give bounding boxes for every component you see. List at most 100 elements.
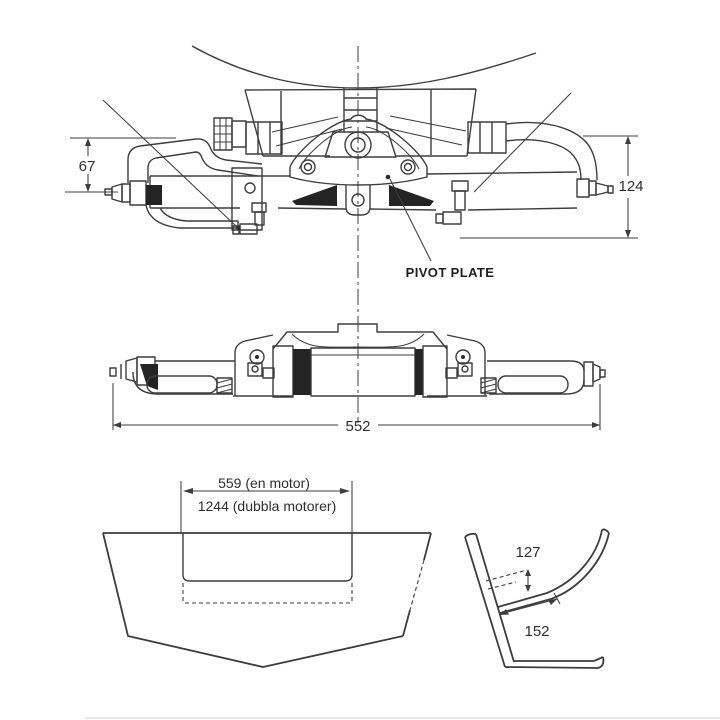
drawing-line <box>505 121 598 181</box>
drawing-line <box>180 481 353 533</box>
left-clamp <box>245 121 283 155</box>
left-ports <box>247 362 275 379</box>
motor-cowl-outline <box>191 45 537 89</box>
drawing-line <box>487 360 585 395</box>
drawing-line <box>505 139 582 181</box>
dim-559-text: 559 (en motor) <box>218 475 310 491</box>
drawing-line <box>298 126 420 170</box>
drawing-line <box>442 211 462 225</box>
drawing-line <box>415 349 423 395</box>
drawing-line <box>293 349 311 395</box>
drawing-line <box>109 367 117 377</box>
drawing-line <box>300 159 316 175</box>
drawing-line <box>216 377 233 394</box>
drawing-line <box>127 138 263 183</box>
dimension-552: 552 <box>112 383 601 435</box>
dim-1244-text: 1244 (dubbla motorer) <box>198 498 337 514</box>
drawing-line <box>625 230 631 238</box>
drawing-line <box>457 362 473 377</box>
drawing-line <box>525 569 531 576</box>
drawing-line <box>599 369 606 378</box>
pivot-plate-shape <box>289 114 428 186</box>
drawing-line <box>625 136 631 144</box>
drawing-line <box>409 559 425 611</box>
drawing-line <box>247 362 263 377</box>
shading-right <box>389 185 434 206</box>
bracket-curve <box>497 528 610 614</box>
drawing-line <box>129 180 147 206</box>
drawing-line <box>445 367 458 379</box>
transom-board <box>464 532 515 668</box>
drawing-line <box>291 333 425 348</box>
drawing-line <box>548 599 557 605</box>
steering-stem <box>343 88 378 132</box>
dim-152-text: 152 <box>524 623 549 640</box>
drawing-line <box>340 488 350 494</box>
drawing-line <box>85 138 91 146</box>
drawing-line <box>455 349 471 365</box>
drawing-line <box>140 364 158 390</box>
drawing-line <box>249 349 265 365</box>
drawing-line <box>500 609 509 615</box>
drawing-line <box>147 151 259 183</box>
drawing-line <box>454 190 466 211</box>
drawing-line <box>271 116 343 147</box>
right-bracket <box>427 334 487 397</box>
drawing-line <box>480 377 497 394</box>
front-view: 552 <box>109 323 606 435</box>
top-mount <box>272 323 448 350</box>
shading-left <box>292 185 337 206</box>
drawing-line <box>480 378 497 394</box>
right-clamp <box>467 121 507 154</box>
drawing-line <box>592 363 601 383</box>
motor-cutout <box>182 533 353 582</box>
drawing-line <box>145 204 239 229</box>
drawing-line <box>592 422 600 428</box>
valve-block <box>231 167 263 231</box>
drawing-line <box>262 367 275 379</box>
drawing-line <box>251 365 259 373</box>
drawing-line <box>182 583 353 604</box>
transom-side-view: 127 152 <box>464 528 610 669</box>
drawing-line <box>583 361 594 387</box>
drawing-line <box>214 118 232 150</box>
drawing-line <box>120 357 138 383</box>
drawing-line <box>588 180 597 196</box>
drawing-line <box>461 355 465 359</box>
drawing-line <box>525 585 531 592</box>
right-ports <box>445 362 473 379</box>
dim-67-text: 67 <box>79 158 96 175</box>
dimension-152: 152 <box>499 592 561 640</box>
drawing-line <box>497 375 569 394</box>
stem-flange <box>324 131 397 158</box>
drawing-line <box>244 182 256 194</box>
drawing-line <box>251 202 267 213</box>
dim-124-text: 124 <box>618 178 643 195</box>
dim-127-text: 127 <box>515 544 540 561</box>
drawing-line <box>146 185 162 205</box>
drawing-line <box>216 378 233 394</box>
right-hose-fitting <box>435 180 469 225</box>
drawing-line <box>460 135 638 239</box>
leader-line-left <box>102 99 238 228</box>
right-support-bar <box>480 360 606 395</box>
drawing-line <box>576 178 590 198</box>
cylinder-tube <box>149 171 578 211</box>
drawing-line <box>435 213 444 224</box>
drawing-line <box>121 183 131 203</box>
drawing-line <box>254 211 265 226</box>
dimension-124: 124 <box>460 135 644 239</box>
drawing-line <box>231 120 247 148</box>
drawing-line <box>400 159 416 175</box>
drawing-line <box>403 162 413 172</box>
drawing-line <box>111 183 123 203</box>
drawing-line <box>113 422 121 428</box>
dimension-127: 127 <box>485 544 541 592</box>
drawing-line <box>65 137 176 193</box>
drawing-line <box>422 345 448 398</box>
drawing-line <box>485 569 528 590</box>
drawing-line <box>236 225 241 231</box>
drawing-line <box>385 174 391 180</box>
